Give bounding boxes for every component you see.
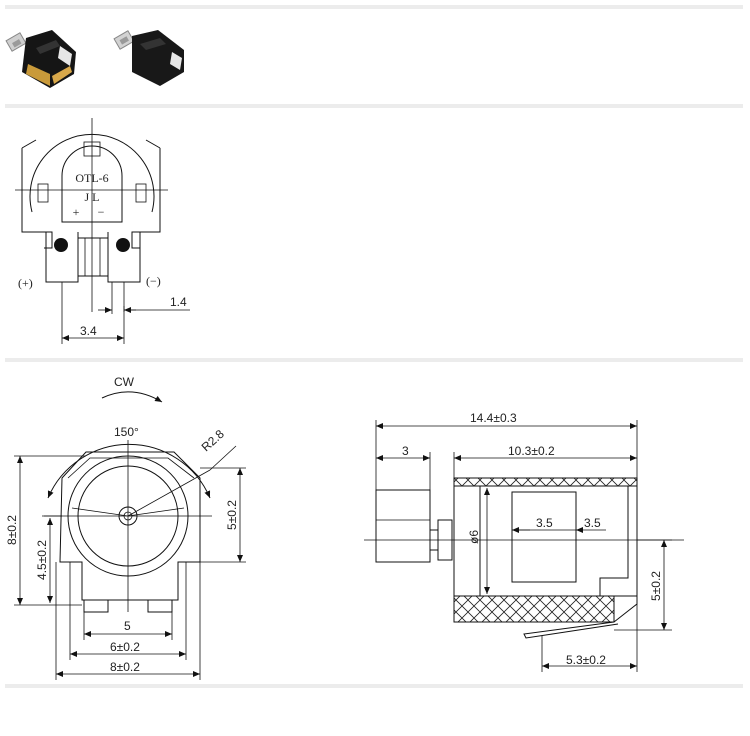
minus-label: − [98,205,105,219]
dim-body-length: 10.3±0.2 [508,444,555,458]
dim-total-length: 14.4±0.3 [470,411,517,425]
dim-terminal-offset: 5.3±0.2 [566,653,606,667]
model-label: OTL-6 [75,171,108,185]
dim-pad-spacing: 5 [124,619,131,633]
dim-inner-right: 3.5 [584,516,601,530]
product-photo-1 [5,30,76,88]
dim-shaft-length: 3 [402,444,409,458]
separator-1 [5,104,743,108]
rotation-label: CW [114,375,135,389]
dim-base-width: 6±0.2 [110,640,140,654]
dim-pin-pitch: 3.4 [80,324,97,338]
plus-label: + [73,205,80,219]
front-view-drawing [14,391,246,680]
separator-bottom [5,684,743,688]
product-photo-2 [113,30,184,86]
dim-height-total: 8±0.2 [5,515,19,545]
top-view-drawing [15,118,190,344]
positive-terminal-label: (+) [18,276,33,290]
dim-total-width: 8±0.2 [110,660,140,674]
dim-axis-height: 5±0.2 [649,571,663,601]
side-view-drawing [364,420,684,672]
mark-label: J L [85,190,100,204]
radius-label: R2.8 [199,427,227,455]
dim-inner-left: 3.5 [536,516,553,530]
negative-terminal-label: (−) [146,274,161,288]
separator-2 [5,358,743,362]
angle-label: 150° [114,425,139,439]
dim-diameter: ø6 [467,530,481,544]
dim-pin-width: 1.4 [170,295,187,309]
dim-height-right: 5±0.2 [225,500,239,530]
separator-top [5,5,743,9]
dim-height-axis: 4.5±0.2 [35,540,49,580]
